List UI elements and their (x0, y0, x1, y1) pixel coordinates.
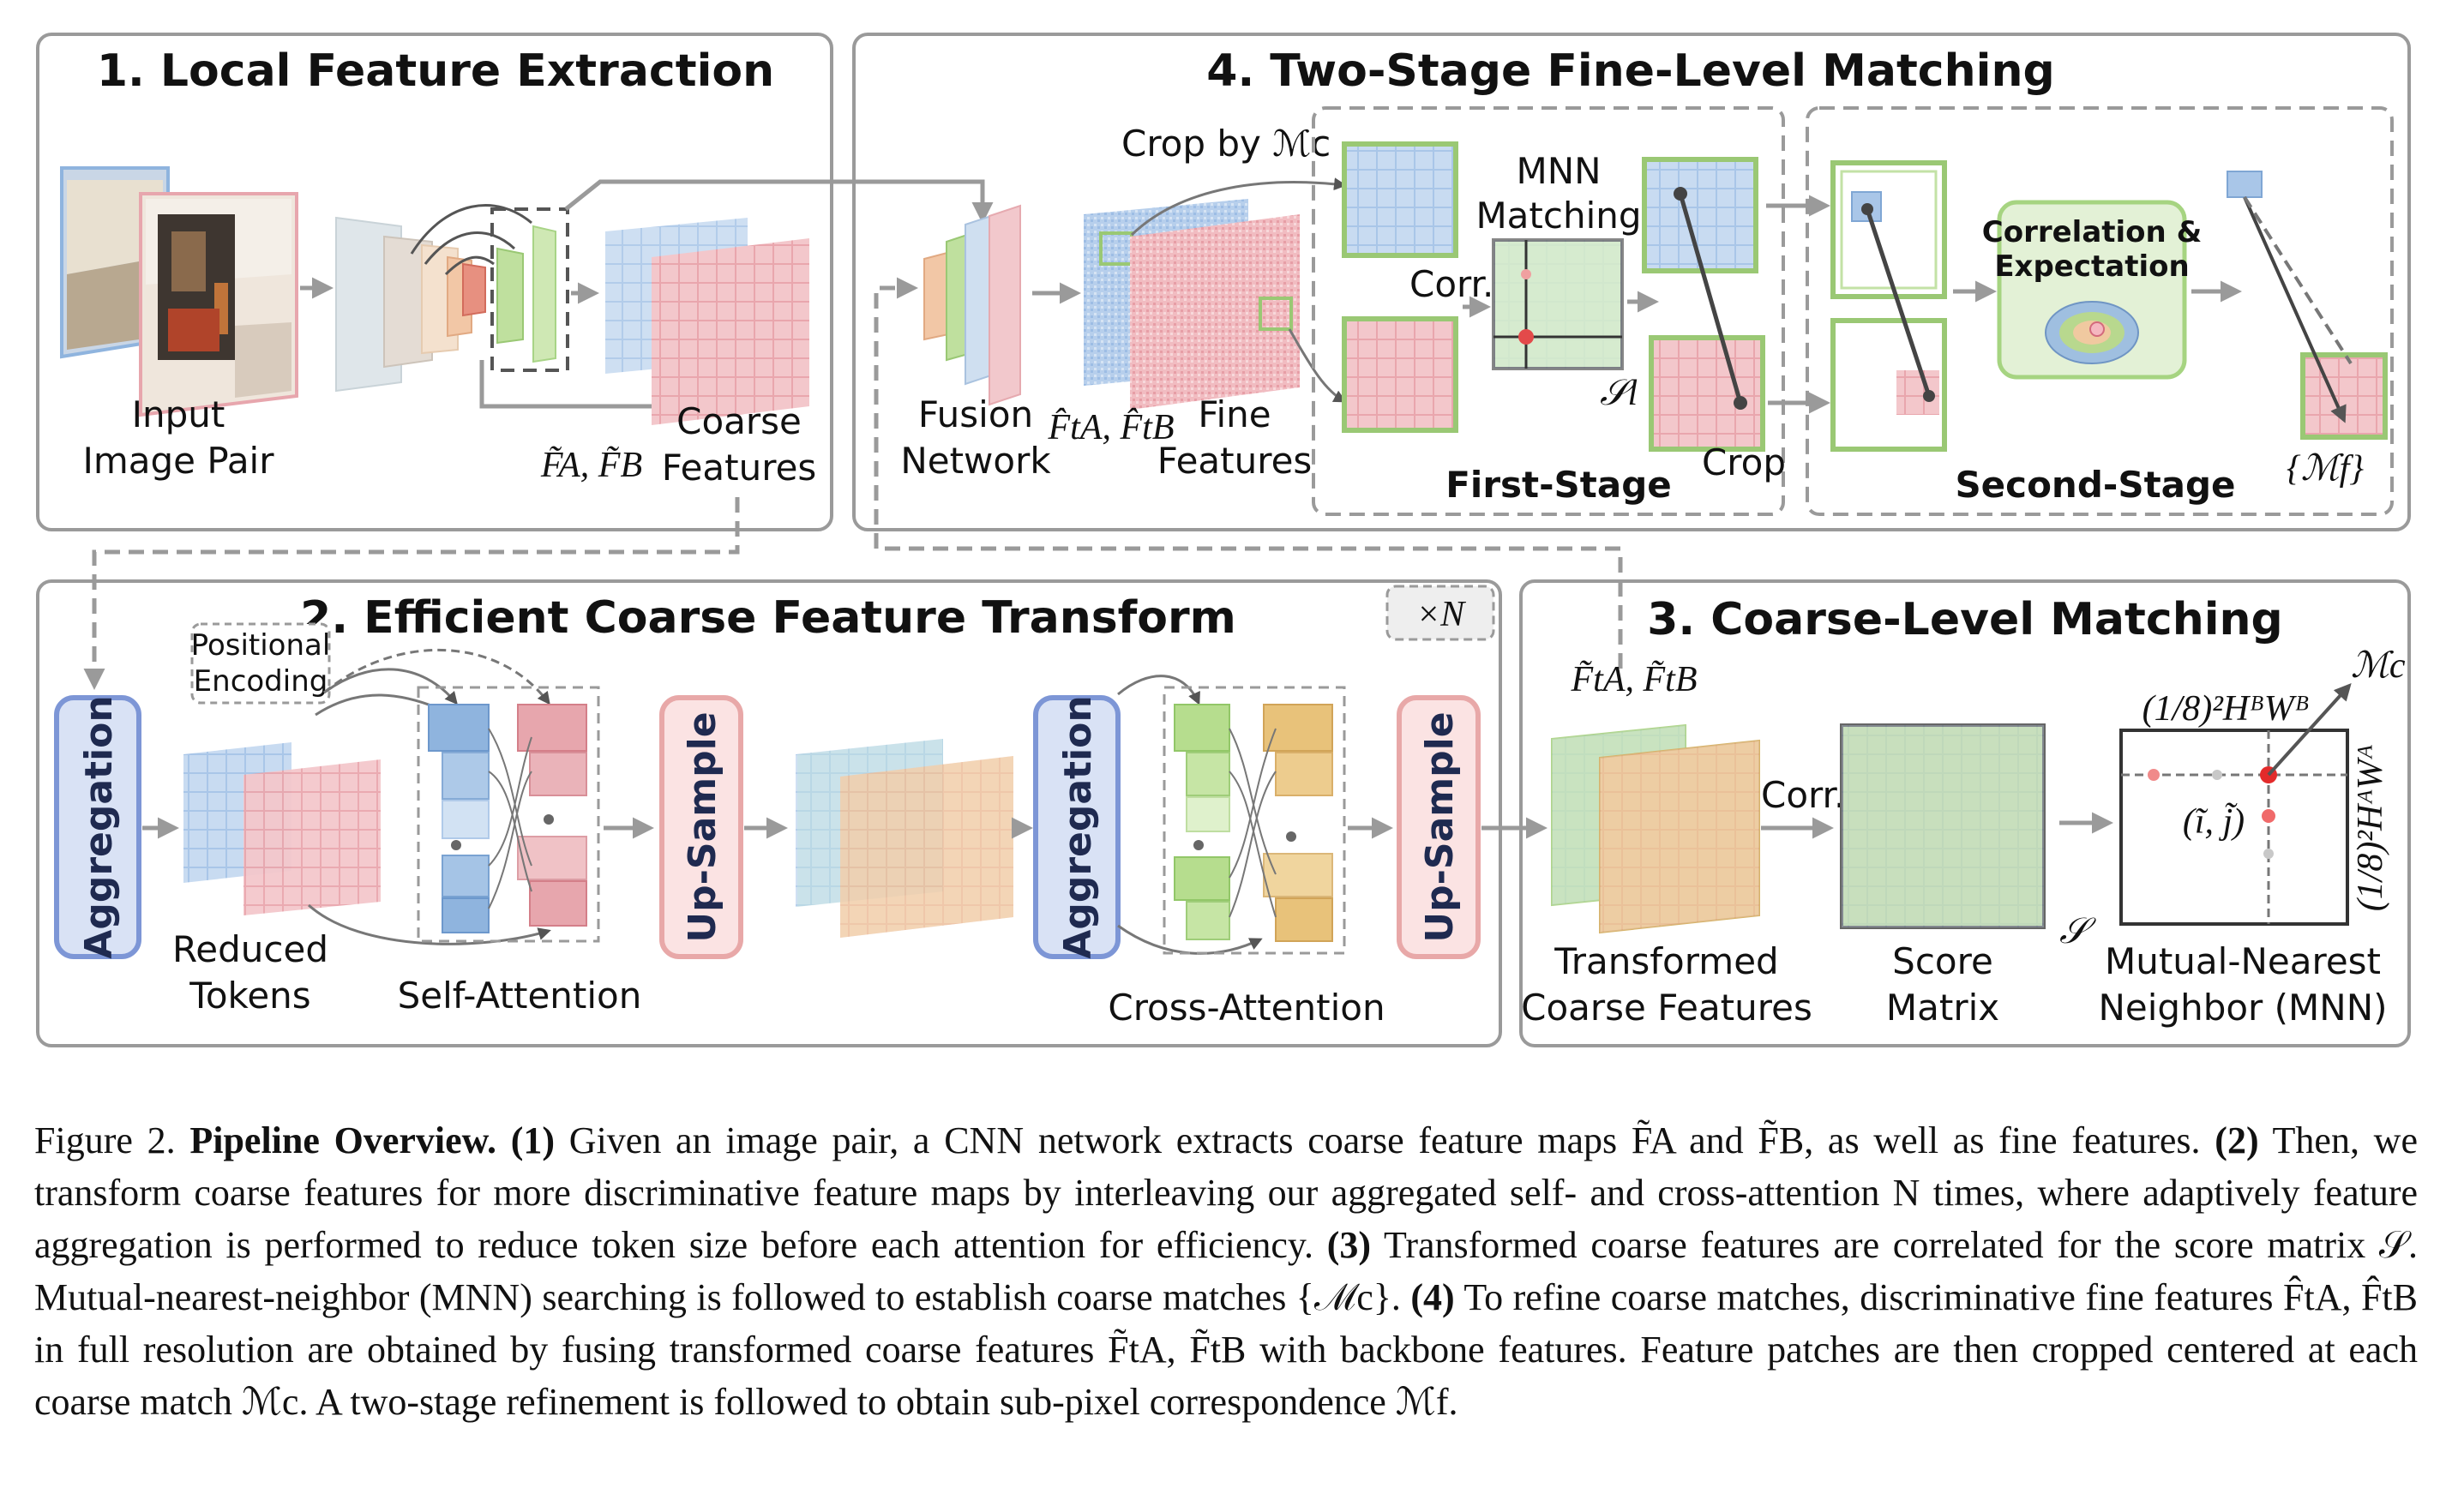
dim-top-label: (1/8)²HᴮWᴮ (2143, 689, 2310, 729)
pos-label-2: Encoding (194, 664, 328, 699)
upsample-label-1: Up-Sample (681, 711, 724, 942)
aggregation-label-1: Aggregation (77, 695, 121, 958)
caption-s1-num: (1) (510, 1119, 556, 1161)
panel-1-title: 1. Local Feature Extraction (97, 45, 774, 97)
mnn-label-1: MNN (1516, 150, 1601, 192)
caption-title: Pipeline Overview. (189, 1119, 497, 1161)
score-s-label: 𝒮 (2059, 912, 2096, 951)
panel-2-title: 2. Efficient Coarse Feature Transform (300, 592, 1236, 644)
first-stage-patches (1342, 141, 1765, 452)
transformed-label-2: Coarse Features (1521, 987, 1812, 1029)
coarse-feature-maps (605, 218, 809, 425)
corr-exp-label-2: Expectation (1994, 249, 2189, 284)
input-label-1: Input (132, 393, 225, 435)
caption-fig: Figure 2. (34, 1119, 176, 1161)
fusion-network (923, 204, 1021, 406)
panel-4-title: 4. Two-Stage Fine-Level Matching (1206, 45, 2054, 97)
panel-3-title: 3. Coarse-Level Matching (1647, 594, 2283, 645)
intermediate-features (796, 739, 1013, 938)
panel-2-frame (36, 579, 1502, 1047)
second-stage-box (1806, 106, 2394, 516)
aggregation-block-1: Aggregation (54, 695, 141, 959)
transformed-label-1: Transformed (1554, 940, 1778, 982)
correlation-expectation-box (1997, 200, 2187, 380)
cnn-backbone (335, 204, 569, 393)
corr-exp-label-1: Correlation & (1982, 215, 2202, 249)
coarse-features-math: F̃A, F̃B (540, 446, 642, 485)
upsample-block-2: Up-Sample (1397, 695, 1481, 959)
upsample-label-2: Up-Sample (1418, 711, 1462, 942)
crop-label: Crop (1702, 441, 1786, 483)
first-stage-label: First-Stage (1445, 464, 1672, 506)
repeat-n-badge (1385, 585, 1495, 641)
self-attention-label: Self-Attention (398, 975, 642, 1017)
second-stage-label: Second-Stage (1955, 464, 2235, 506)
score-label-2: Matrix (1886, 987, 1999, 1029)
panel-1-frame (36, 33, 833, 531)
mnn-label-a: Mutual-Nearest (2105, 940, 2381, 982)
self-attention-block (417, 686, 600, 943)
mnn-matrix (2119, 683, 2352, 926)
positional-encoding: Positional Encoding (190, 622, 331, 705)
fusion-label-2: Network (900, 440, 1051, 482)
transformed-features-math: F̃tA, F̃tB (1571, 660, 1698, 699)
refined-match-patch (2227, 171, 2388, 440)
caption-s2: Then, we transform coarse features for m… (34, 1119, 2418, 1266)
panel-3-frame (1519, 579, 2411, 1047)
ij-label: (ĩ, j̃) (2183, 802, 2245, 842)
input-label-2: Image Pair (82, 440, 274, 482)
mf-label: {ℳf} (2287, 449, 2364, 489)
aggregation-label-2: Aggregation (1056, 695, 1100, 958)
figure-caption: Figure 2. Pipeline Overview. (1) Given a… (34, 1114, 2418, 1428)
second-stage-patches (1830, 160, 1947, 452)
fine-features-math: F̂tA, F̂tB (1048, 407, 1175, 447)
aggregation-block-2: Aggregation (1033, 695, 1121, 959)
repeat-n-label: ×N (1416, 595, 1466, 634)
cross-attention-block (1163, 686, 1346, 955)
reduced-label-1: Reduced (172, 928, 328, 970)
first-stage-box (1312, 106, 1785, 516)
caption-s3-num: (3) (1326, 1224, 1372, 1266)
caption-s2-num: (2) (2215, 1119, 2259, 1161)
fine-feature-maps (1084, 177, 1347, 410)
mc-label: ℳc (2351, 646, 2406, 686)
reduced-label-2: Tokens (189, 975, 310, 1017)
cross-attention-label: Cross-Attention (1108, 987, 1385, 1029)
score-matrix (1840, 723, 2046, 929)
input-image-pair (60, 166, 298, 417)
fine-label-1: Fine (1198, 393, 1271, 435)
upsample-block-1: Up-Sample (659, 695, 743, 959)
transformed-coarse-features (1551, 723, 1760, 934)
coarse-label-2: Features (662, 447, 817, 489)
caption-s1: Given an image pair, a CNN network extra… (555, 1119, 2215, 1161)
mnn-label-b: Neighbor (MNN) (2098, 987, 2387, 1029)
caption-s4-num: (4) (1410, 1276, 1455, 1318)
mnn-score-matrix-small (1492, 238, 1624, 370)
fusion-label-1: Fusion (918, 393, 1033, 435)
fine-label-2: Features (1157, 440, 1313, 482)
crop-by-mc-label: Crop by ℳc (1121, 123, 1331, 165)
score-label-1: Score (1892, 940, 1993, 982)
panel-4-frame (852, 33, 2411, 531)
reduced-tokens (183, 742, 381, 915)
dim-side-label: (1/8)²HᴬWᴬ (2351, 744, 2390, 911)
caption-s4: To refine coarse matches, discriminative… (34, 1276, 2419, 1423)
caption-s3: Transformed coarse features are correlat… (34, 1224, 2418, 1318)
mnn-label-2: Matching (1475, 195, 1641, 237)
coarse-label-1: Coarse (676, 400, 802, 442)
pos-label-1: Positional (191, 628, 331, 663)
corr-label-p3: Corr. (1761, 774, 1845, 816)
sl-label: 𝒮l (1600, 374, 1638, 413)
corr-label-p4: Corr. (1409, 263, 1493, 305)
